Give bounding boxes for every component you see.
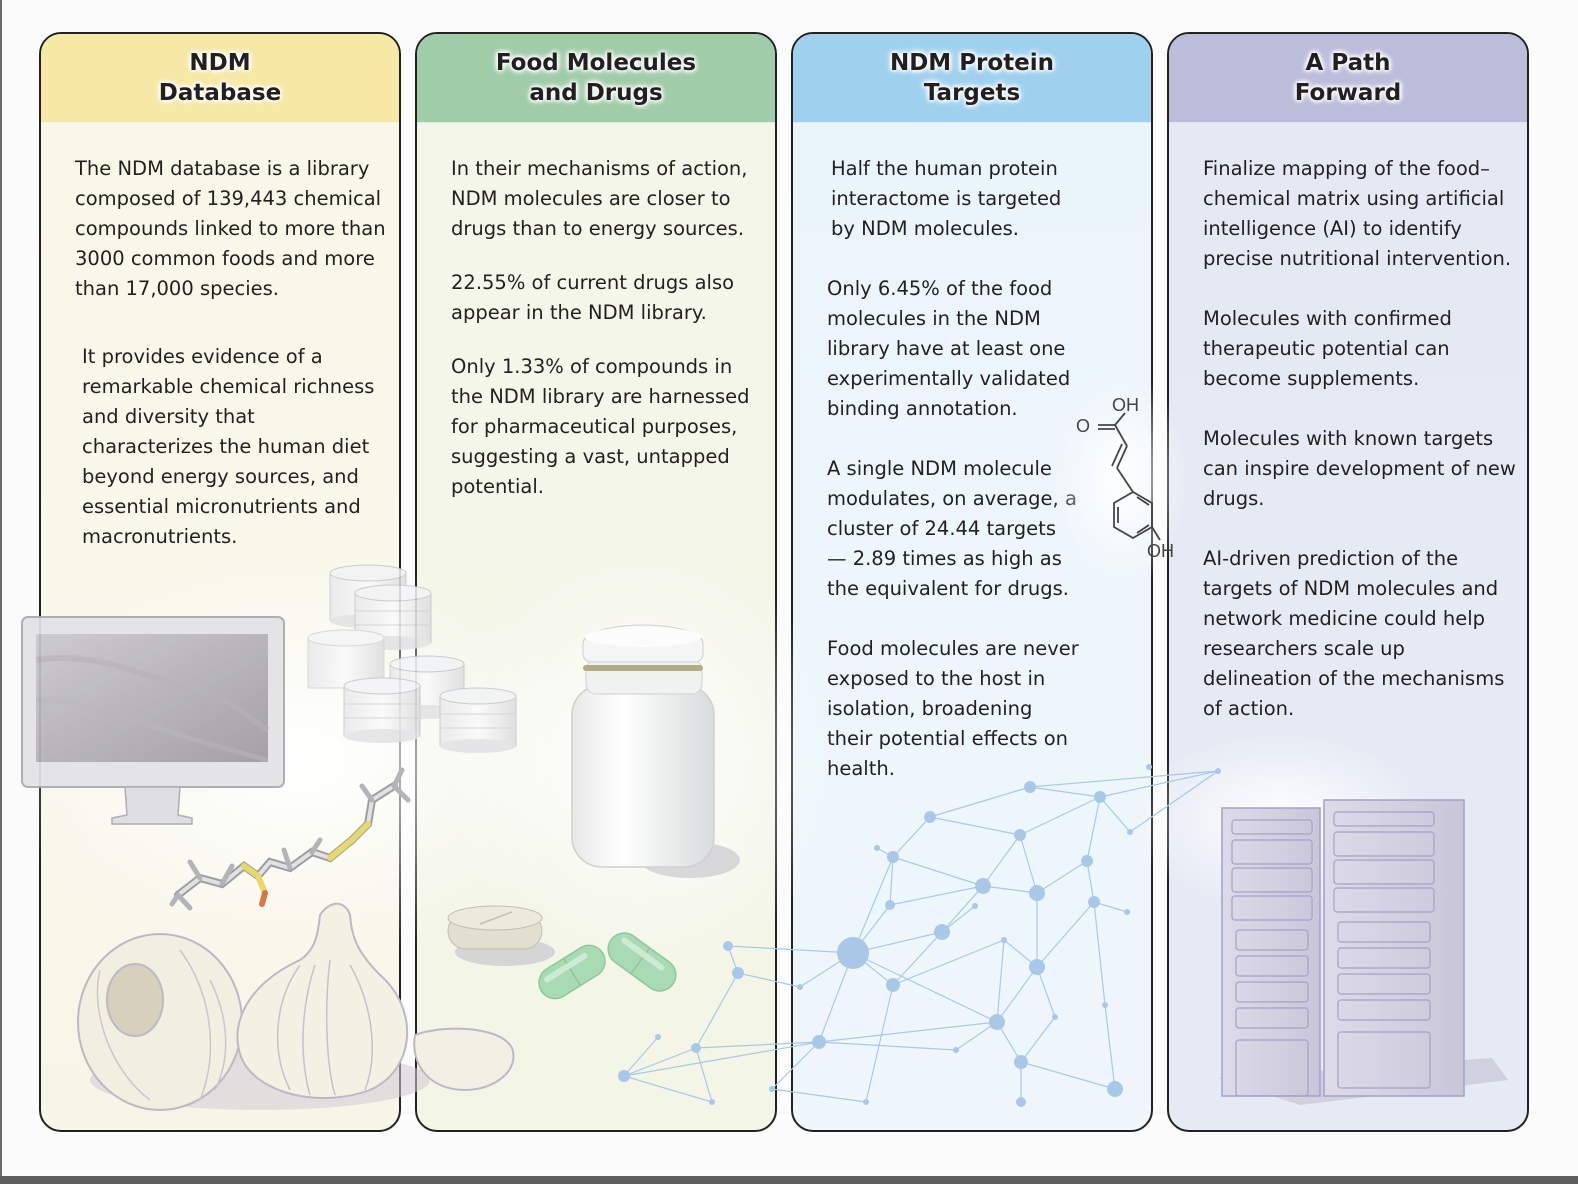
panel-title: NDM Protein Targets bbox=[889, 50, 1055, 106]
panel-body: Finalize mapping of the food–chemical ma… bbox=[1203, 154, 1517, 754]
panel-paragraph: In their mechanisms of action, NDM molec… bbox=[451, 157, 748, 240]
frame-border-left bbox=[0, 0, 2, 1176]
panel-header: NDM Database bbox=[41, 34, 399, 123]
panel-header: Food Molecules and Drugs bbox=[417, 34, 775, 123]
panel-body: In their mechanisms of action, NDM molec… bbox=[451, 154, 765, 528]
panel-path-forward: A Path Forward Finalize mapping of the f… bbox=[1167, 32, 1529, 1132]
panel-paragraph: Molecules with confirmed therapeutic pot… bbox=[1203, 307, 1452, 390]
panel-paragraph: AI-driven prediction of the targets of N… bbox=[1203, 547, 1505, 720]
panel-body: Half the human protein interactome is ta… bbox=[827, 154, 1081, 814]
panel-paragraph: Half the human protein interactome is ta… bbox=[831, 157, 1062, 240]
panel-paragraph: Only 1.33% of compounds in the NDM libra… bbox=[451, 355, 750, 498]
frame-border-bottom bbox=[0, 1176, 1578, 1184]
panel-paragraph: The NDM database is a library composed o… bbox=[75, 157, 386, 300]
panel-title: A Path Forward bbox=[1294, 50, 1402, 106]
panel-title: Food Molecules and Drugs bbox=[495, 50, 697, 106]
panel-header: NDM Protein Targets bbox=[793, 34, 1151, 123]
panel-paragraph: It provides evidence of a remarkable che… bbox=[82, 345, 375, 548]
panel-title: NDM Database bbox=[158, 50, 282, 106]
panel-paragraph: 22.55% of current drugs also appear in t… bbox=[451, 271, 735, 324]
panel-paragraph: Finalize mapping of the food–chemical ma… bbox=[1203, 157, 1512, 270]
panel-body: The NDM database is a library composed o… bbox=[75, 154, 389, 578]
panel-food-molecules-drugs: Food Molecules and Drugs In their mechan… bbox=[415, 32, 777, 1132]
panel-ndm-protein-targets: NDM Protein Targets Half the human prote… bbox=[791, 32, 1153, 1132]
panel-paragraph: Molecules with known targets can inspire… bbox=[1203, 427, 1516, 510]
panel-header: A Path Forward bbox=[1169, 34, 1527, 123]
panel-paragraph: Food molecules are never exposed to the … bbox=[827, 637, 1079, 780]
panel-ndm-database: NDM Database The NDM database is a libra… bbox=[39, 32, 401, 1132]
panel-paragraph: A single NDM molecule modulates, on aver… bbox=[827, 457, 1077, 600]
panel-paragraph: Only 6.45% of the food molecules in the … bbox=[827, 277, 1071, 420]
